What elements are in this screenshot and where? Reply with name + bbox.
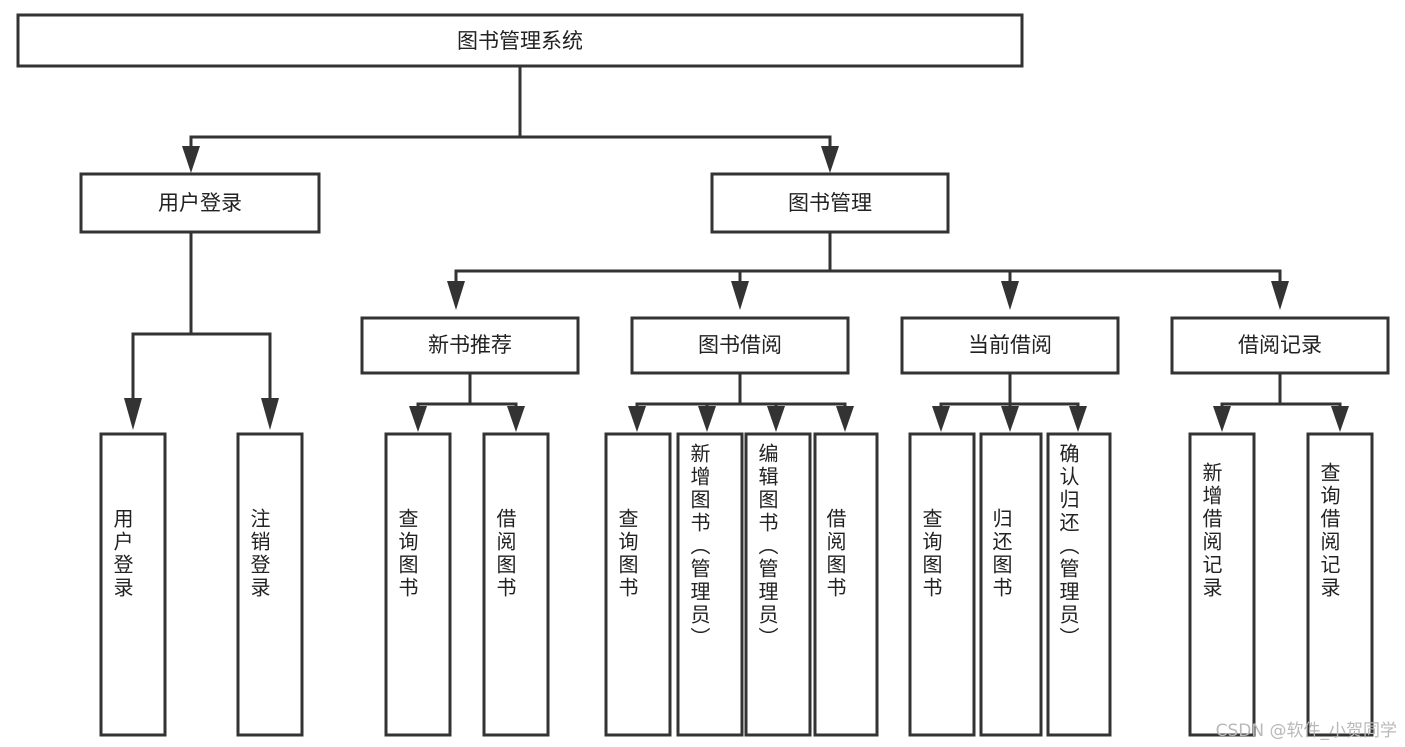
node-new-book-recommend[interactable]: 新书推荐 <box>360 316 580 375</box>
node-borrow-record-label: 借阅记录 <box>1238 333 1322 357</box>
arrow-leaf-query-book-rec <box>409 406 427 432</box>
arrow-leaf-query-book-borrow <box>628 406 646 432</box>
node-book-manage-box[interactable] <box>710 172 950 234</box>
node-borrow-record[interactable]: 借阅记录 <box>1170 316 1390 375</box>
leaf-user-logout-box[interactable] <box>236 432 304 737</box>
node-root[interactable]: 图书管理系统 <box>16 13 1024 68</box>
leaf-borrow-book-rec-box[interactable] <box>482 432 550 737</box>
node-book-borrow-box[interactable] <box>630 316 850 375</box>
arrow-leaf-add-borrow-record <box>1213 406 1231 432</box>
leaf-query-book-rec-box[interactable] <box>384 432 452 737</box>
leaf-return-book-box[interactable] <box>979 432 1043 737</box>
leaf-borrow-book-box[interactable] <box>813 432 879 737</box>
arrow-leaf-query-book-current <box>932 406 950 432</box>
connector-root-to-level2 <box>182 64 839 173</box>
node-current-borrow-label: 当前借阅 <box>968 333 1052 357</box>
node-current-borrow-box[interactable] <box>900 316 1120 375</box>
arrow-leaf-add-book-admin <box>698 406 716 432</box>
leaf-confirm-return-admin-box[interactable] <box>1046 432 1112 737</box>
arrow-user-login <box>182 146 200 173</box>
leaf-query-book-current-box[interactable] <box>908 432 976 737</box>
arrow-borrow-record <box>1271 281 1289 310</box>
node-root-box[interactable] <box>16 13 1024 68</box>
connector-book-manage-to-level3 <box>447 231 1289 310</box>
connector-current-borrow-to-leaves <box>932 371 1087 432</box>
node-book-manage[interactable]: 图书管理 <box>710 172 950 234</box>
node-book-borrow-label: 图书借阅 <box>698 333 782 357</box>
node-book-borrow[interactable]: 图书借阅 <box>630 316 850 375</box>
node-user-login-box[interactable] <box>79 172 321 234</box>
arrow-leaf-confirm-return-admin <box>1069 406 1087 432</box>
node-user-login-label: 用户登录 <box>158 191 242 215</box>
node-user-login[interactable]: 用户登录 <box>79 172 321 234</box>
leaf-boxes <box>99 432 1374 737</box>
leaf-add-borrow-record-box[interactable] <box>1188 432 1256 737</box>
leaf-user-login-box[interactable] <box>99 432 167 737</box>
arrow-leaf-return-book <box>1001 406 1019 432</box>
node-root-label: 图书管理系统 <box>457 29 583 53</box>
arrow-leaf-borrow-book-rec <box>507 406 525 432</box>
node-new-book-recommend-box[interactable] <box>360 316 580 375</box>
arrow-leaf-user-login <box>124 398 142 430</box>
arrow-book-borrow <box>731 281 749 310</box>
arrow-current-borrow <box>1001 281 1019 310</box>
arrow-leaf-edit-book-admin <box>767 406 785 432</box>
leaf-add-book-admin-box[interactable] <box>676 432 744 737</box>
node-book-manage-label: 图书管理 <box>788 191 872 215</box>
arrow-leaf-query-borrow-record <box>1331 406 1349 432</box>
csdn-watermark: CSDN @软件_小贺同学 <box>1215 721 1397 741</box>
leaf-query-book-borrow-box[interactable] <box>604 432 672 737</box>
arrow-book-manage <box>821 146 839 173</box>
arrow-leaf-user-logout <box>261 398 279 430</box>
arrow-leaf-borrow-book <box>836 406 854 432</box>
arrow-new-book-recommend <box>447 281 465 310</box>
connector-user-login-to-leaves <box>124 231 279 430</box>
leaf-query-borrow-record-box[interactable] <box>1306 432 1374 737</box>
node-new-book-recommend-label: 新书推荐 <box>428 333 512 357</box>
connector-book-borrow-to-leaves <box>628 371 854 432</box>
leaf-edit-book-admin-box[interactable] <box>744 432 812 737</box>
node-borrow-record-box[interactable] <box>1170 316 1390 375</box>
connector-new-book-to-leaves <box>409 371 525 432</box>
node-current-borrow[interactable]: 当前借阅 <box>900 316 1120 375</box>
connector-borrow-record-to-leaves <box>1213 371 1349 432</box>
